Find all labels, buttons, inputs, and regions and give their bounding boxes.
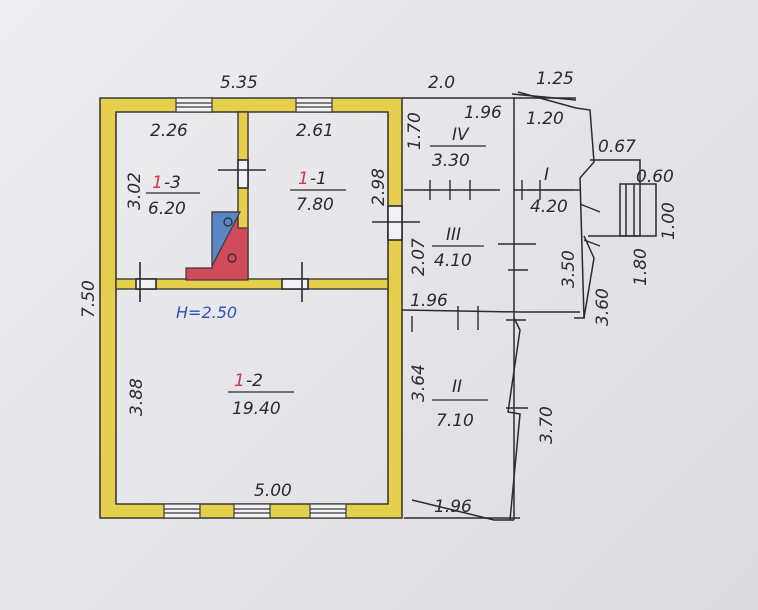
room-iv-label: IV 3.30 [430,125,486,171]
dim-i-height: 3.50 [559,250,579,288]
svg-text:7.80: 7.80 [296,195,334,215]
windows [163,97,347,519]
dim-ii-height: 3.70 [537,406,557,444]
dim-top-ext: 2.0 [428,73,455,93]
dim-room12-width: 5.00 [254,481,292,501]
svg-text:1: 1 [234,371,245,391]
svg-text:19.40: 19.40 [232,399,281,419]
svg-text:3.30: 3.30 [432,151,470,171]
dim-i-width: 1.20 [526,109,564,129]
dim-room11-height: 2.98 [369,168,389,206]
dim-top-total: 5.35 [220,73,258,93]
svg-text:1: 1 [152,173,163,193]
dim-room12-right: 3.64 [409,364,429,402]
dim-room13-height: 3.02 [125,172,145,210]
room-ii-label: II 7.10 [432,377,488,431]
dim-ext-height: 3.60 [593,288,613,326]
dim-porch-a: 0.67 [598,137,636,157]
svg-text:-3: -3 [164,173,181,193]
dim-iv-height: 1.70 [405,112,425,150]
svg-text:-2: -2 [246,371,263,391]
door-openings [135,159,420,302]
room-i-label: I 4.20 [528,165,574,217]
room-iii-label: III 4.10 [432,225,484,271]
room-1-1-label: 1 -1 7.80 [290,169,346,215]
svg-text:6.20: 6.20 [148,199,186,219]
dim-porch-c: 1.00 [659,202,679,240]
svg-text:I: I [544,165,549,185]
stove [185,211,249,281]
dim-iv-width: 1.96 [464,103,502,123]
dim-room11-width: 2.61 [296,121,334,141]
svg-text:-1: -1 [310,169,327,189]
extension-lines [401,91,657,521]
svg-text:1: 1 [298,169,309,189]
dim-iii-height: 2.07 [409,238,429,276]
room-1-2-label: 1 -2 19.40 [228,371,294,419]
dim-porch-b: 0.60 [636,167,674,187]
room-1-3-label: 1 -3 6.20 [146,173,200,219]
dim-left-total: 7.50 [79,280,99,318]
dim-room13-width: 2.26 [150,121,188,141]
svg-text:IV: IV [452,125,470,145]
dim-porch-d: 1.80 [631,248,651,286]
exterior-walls [99,97,403,519]
svg-text:7.10: 7.10 [436,411,474,431]
ceiling-height-note: H=2.50 [176,303,237,322]
svg-text:4.20: 4.20 [530,197,568,217]
svg-text:III: III [446,225,461,245]
dim-top-ext2: 1.25 [536,69,574,89]
dim-room12-left: 3.88 [127,378,147,416]
dim-ii-width: 1.96 [434,497,472,517]
svg-text:4.10: 4.10 [434,251,472,271]
dim-iii-width: 1.96 [410,291,448,311]
svg-text:II: II [452,377,462,397]
